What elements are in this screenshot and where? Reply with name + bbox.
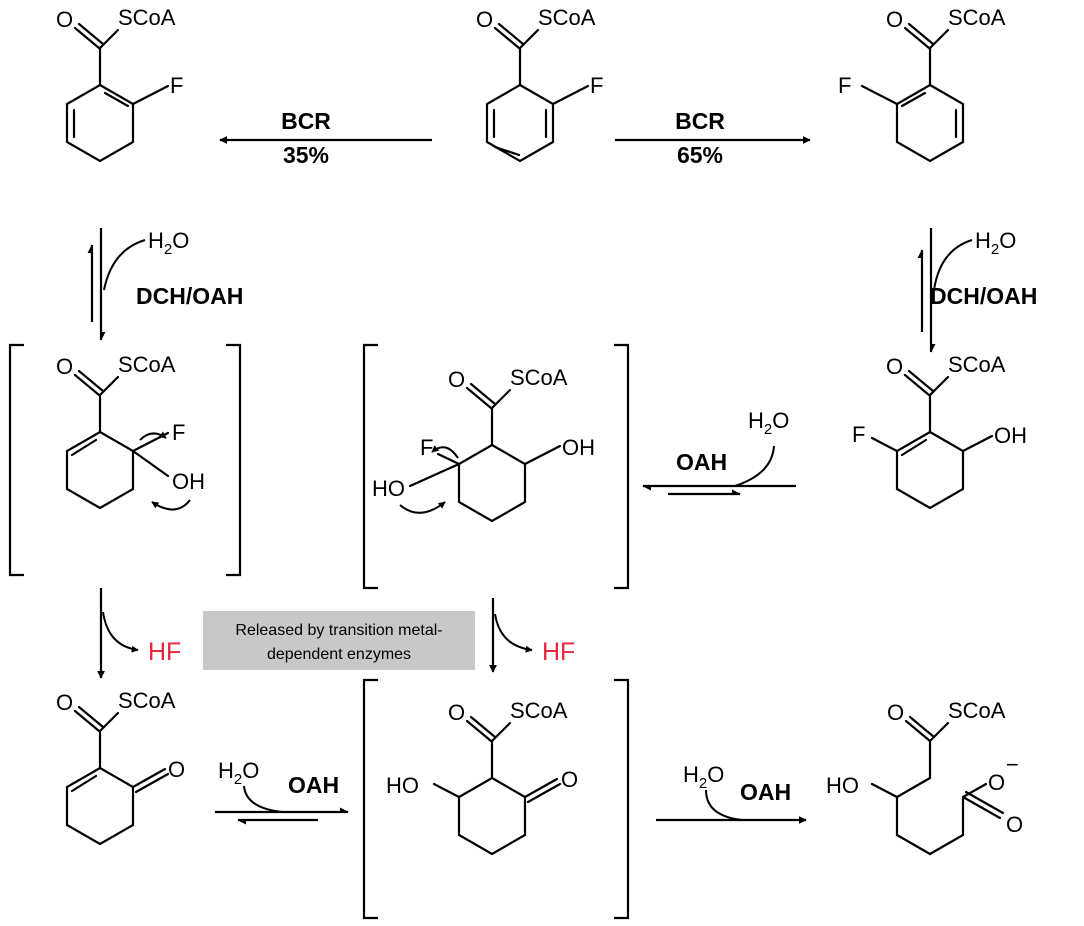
- fluorine-label: F: [852, 422, 865, 447]
- carboxylate-o-label: O: [1006, 812, 1023, 837]
- carbonyl-o-label: O: [886, 354, 903, 379]
- carbonyl-o-label: O: [887, 700, 904, 725]
- carboxylate-charge: −: [1006, 752, 1019, 777]
- water-label: H2O: [683, 762, 724, 792]
- hydroxyl-label: HO: [386, 773, 419, 798]
- oah-bottom-equilibrium: H2O OAH: [215, 758, 349, 825]
- fluorine-label: F: [170, 73, 183, 98]
- scoa-label: SCoA: [118, 5, 176, 30]
- hydroxyl-label: HO: [826, 773, 859, 798]
- left-bracketed-intermediate: O SCoA F OH: [8, 343, 242, 577]
- carbonyl-o-label: O: [56, 7, 73, 32]
- fluorine-label: F: [420, 435, 433, 460]
- oah-reverse-equilibrium: H2O OAH: [642, 408, 796, 496]
- hydroxyl-label: OH: [172, 469, 205, 494]
- scoa-label: SCoA: [948, 352, 1006, 377]
- water-label: H2O: [218, 758, 259, 788]
- water-label: H2O: [975, 228, 1016, 258]
- dch-oah-label: DCH/OAH: [930, 283, 1037, 309]
- scoa-label: SCoA: [510, 698, 568, 723]
- scoa-label: SCoA: [948, 698, 1006, 723]
- hydroxyl-label: HO: [372, 476, 405, 501]
- fluorine-label: F: [172, 420, 185, 445]
- hf-label: HF: [542, 638, 575, 666]
- metal-enzyme-note: Released by transition metal- dependent …: [203, 611, 475, 670]
- oah-ring-opening-step: H2O OAH: [656, 762, 807, 824]
- molecule-right-hydroxy-enoyl-coa: O SCoA F OH: [852, 352, 1027, 510]
- oah-label: OAH: [740, 779, 791, 805]
- bcr-right-label: BCR: [675, 108, 725, 134]
- bcr-left-percent: 35%: [283, 142, 329, 168]
- ketone-o-label: O: [168, 757, 185, 782]
- bcr-right-percent: 65%: [677, 142, 723, 168]
- bottom-center-bracketed-intermediate: O SCoA HO O: [362, 678, 630, 920]
- fluorine-label: F: [590, 73, 603, 98]
- water-label: H2O: [748, 408, 789, 438]
- carbonyl-o-label: O: [476, 7, 493, 32]
- center-hf-elimination: HF: [489, 598, 575, 673]
- carbonyl-o-label: O: [56, 354, 73, 379]
- molecule-right-dienoyl-coa: O SCoA F: [838, 5, 1006, 163]
- left-dch-oah-step: H2O DCH/OAH: [87, 228, 243, 341]
- molecule-2-fluorobenzoyl-coa: O SCoA F: [476, 5, 603, 163]
- carbonyl-o-label: O: [448, 367, 465, 392]
- carbonyl-o-label: O: [886, 7, 903, 32]
- carboxylate-o-label: O: [988, 770, 1005, 795]
- right-dch-oah-step: H2O DCH/OAH: [917, 228, 1037, 353]
- fluorine-label: F: [838, 73, 851, 98]
- ketone-o-label: O: [561, 767, 578, 792]
- scoa-label: SCoA: [538, 5, 596, 30]
- note-line-2: dependent enzymes: [267, 646, 411, 663]
- left-hf-elimination: HF: [97, 588, 181, 679]
- molecule-oxo-enoyl-coa: O SCoA O: [56, 688, 185, 846]
- scoa-label: SCoA: [948, 5, 1006, 30]
- note-line-1: Released by transition metal-: [235, 622, 442, 639]
- scoa-label: SCoA: [118, 352, 176, 377]
- molecule-ring-opened-product: O SCoA HO O − O: [826, 698, 1023, 856]
- scoa-label: SCoA: [118, 688, 176, 713]
- bcr-left-label: BCR: [281, 108, 331, 134]
- hf-label: HF: [148, 638, 181, 666]
- scoa-label: SCoA: [510, 365, 568, 390]
- dch-oah-label: DCH/OAH: [136, 283, 243, 309]
- carbonyl-o-label: O: [56, 690, 73, 715]
- oah-label: OAH: [676, 449, 727, 475]
- hydroxyl-label: OH: [994, 423, 1027, 448]
- hydroxyl-label: OH: [562, 435, 595, 460]
- molecule-left-dienoyl-coa: O SCoA F: [56, 5, 183, 163]
- carbonyl-o-label: O: [448, 700, 465, 725]
- oah-label: OAH: [288, 772, 339, 798]
- center-bracketed-intermediate: O SCoA OH F HO: [362, 343, 630, 590]
- water-label: H2O: [148, 228, 189, 258]
